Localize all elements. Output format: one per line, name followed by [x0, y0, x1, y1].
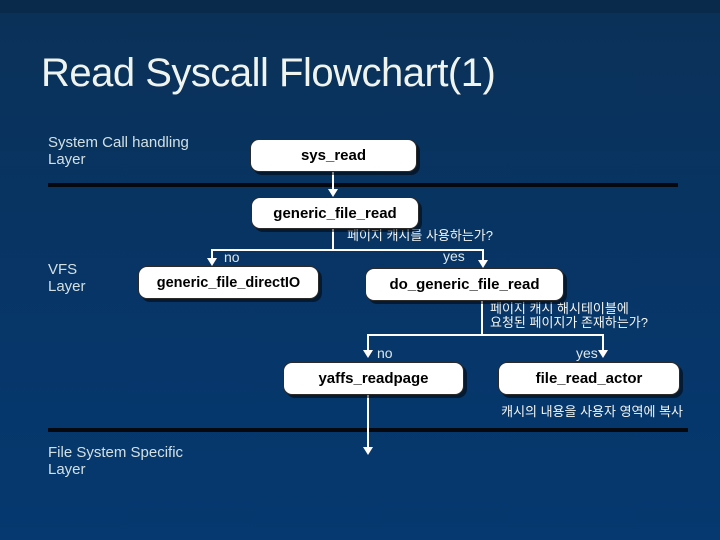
layer-separator-top	[48, 183, 678, 187]
arrow-down-icon	[362, 447, 373, 455]
layer-label-fs-specific-line1: File System Specific	[48, 444, 184, 461]
node-yaffs-readpage-label: yaffs_readpage	[318, 370, 429, 387]
node-do-generic-file-read: do_generic_file_read	[365, 268, 564, 301]
layer-label-fs-specific-line2: Layer	[48, 461, 86, 478]
node-generic-file-read: generic_file_read	[251, 197, 419, 229]
layer-label-fs-specific: File System Specific Layer	[48, 444, 183, 478]
layer-label-system-call-line1: System Call handling	[48, 134, 189, 151]
branch2-yes-label: yes	[576, 345, 598, 361]
layer-label-system-call-line2: Layer	[48, 151, 86, 168]
annotation-hash-table-line1: 페이지 캐시 해시테이블에	[490, 301, 629, 316]
arrow-down-icon	[597, 350, 608, 358]
node-generic-file-directio: generic_file_directIO	[138, 266, 319, 299]
branch2-no-label: no	[377, 345, 393, 361]
connector-branch1-yes	[482, 251, 484, 260]
annotation-copy-to-user: 캐시의 내용을 사용자 영역에 복사	[501, 404, 683, 419]
arrow-down-icon	[327, 189, 338, 197]
layer-label-vfs: VFS Layer	[48, 261, 86, 295]
connector-branch1-no	[211, 251, 213, 258]
arrow-down-icon	[477, 260, 488, 268]
connector-yaffs-down	[367, 393, 369, 447]
arrow-down-icon	[206, 258, 217, 266]
branch1-yes-label: yes	[443, 248, 465, 264]
connector-branch2-yes	[602, 336, 604, 350]
layer-label-vfs-line2: Layer	[48, 278, 86, 295]
slide-title: Read Syscall Flowchart(1)	[41, 51, 496, 95]
node-sys-read-label: sys_read	[300, 147, 367, 164]
annotation-use-page-cache: 페이지 캐시를 사용하는가?	[346, 228, 493, 243]
branch1-no-label: no	[224, 249, 240, 265]
node-file-read-actor: file_read_actor	[498, 362, 680, 395]
connector-sysread-to-genericread	[332, 170, 334, 190]
annotation-hash-table-question: 페이지 캐시 해시테이블에 요청된 페이지가 존재하는가?	[490, 302, 648, 330]
node-do-generic-file-read-label: do_generic_file_read	[389, 276, 540, 293]
connector-branch2-no	[367, 336, 369, 350]
node-yaffs-readpage: yaffs_readpage	[283, 362, 464, 395]
annotation-hash-table-line2: 요청된 페이지가 존재하는가?	[490, 315, 648, 330]
node-generic-file-read-label: generic_file_read	[273, 204, 397, 222]
connector-dogeneric-stub	[481, 299, 483, 335]
connector-genericread-stub	[332, 227, 334, 251]
layer-label-system-call: System Call handling Layer	[48, 134, 189, 168]
connector-branch2-horizontal	[367, 334, 604, 336]
arrow-down-icon	[362, 350, 373, 358]
node-file-read-actor-label: file_read_actor	[535, 370, 643, 387]
connector-branch1-horizontal	[211, 249, 484, 251]
node-sys-read: sys_read	[250, 139, 417, 172]
layer-label-vfs-line1: VFS	[48, 261, 78, 278]
node-generic-file-directio-label: generic_file_directIO	[156, 274, 301, 291]
